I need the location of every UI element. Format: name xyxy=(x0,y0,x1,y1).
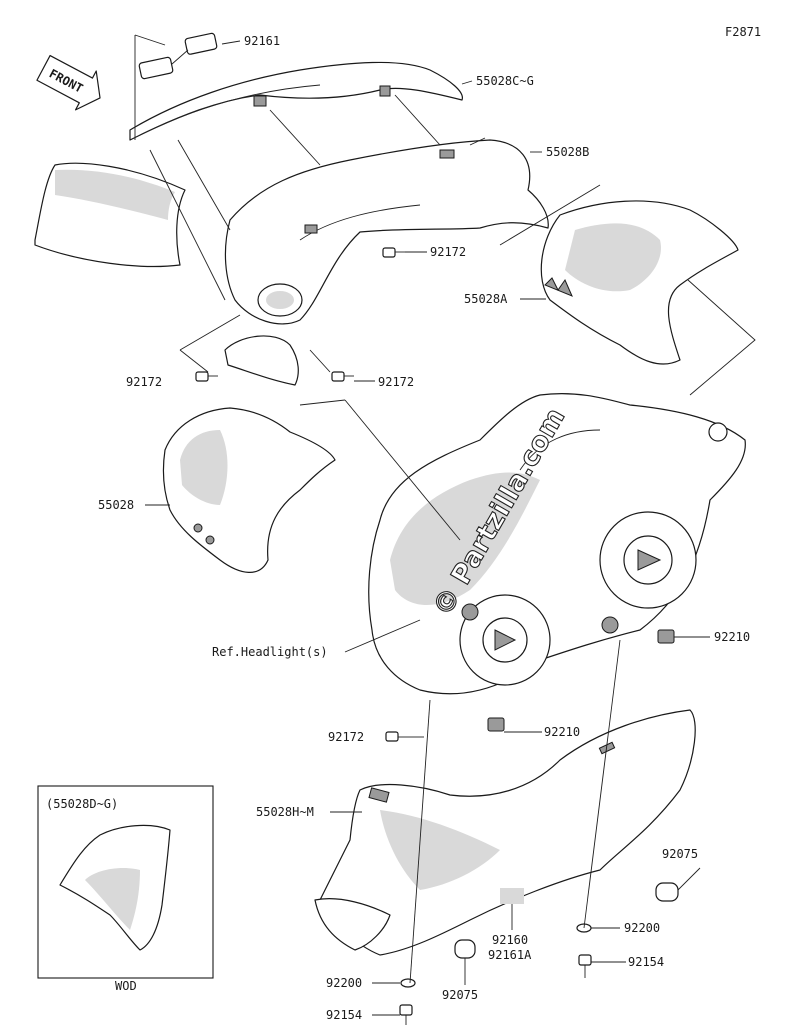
lower-duct[interactable] xyxy=(224,335,299,386)
windshield-55028C-G[interactable] xyxy=(129,61,463,141)
grommet-92075-b[interactable] xyxy=(454,939,476,959)
callout-55028B: 55028B xyxy=(546,145,589,159)
callout-92075-b: 92075 xyxy=(442,988,478,1002)
callout-55028A: 55028A xyxy=(464,292,508,306)
inset-title: (55028D~G) xyxy=(46,797,118,811)
upper-cowl-55028B[interactable] xyxy=(224,139,549,325)
side-panel-55028A[interactable] xyxy=(540,200,739,365)
callout-92160: 92160 xyxy=(492,933,528,947)
inset-caption: WOD xyxy=(115,979,137,993)
callout-92172-c: 92172 xyxy=(378,375,414,389)
callout-92200-b: 92200 xyxy=(326,976,362,990)
callout-92154-a: 92154 xyxy=(628,955,664,969)
side-cover-55028[interactable] xyxy=(162,407,336,573)
connector-92161[interactable] xyxy=(138,32,218,80)
bolt-92172-d[interactable] xyxy=(385,731,408,742)
callout-92210-a: 92210 xyxy=(714,630,750,644)
callout-92172-d: 92172 xyxy=(328,730,364,744)
screw-92154-a[interactable] xyxy=(578,954,592,978)
callout-55028C-G: 55028C~G xyxy=(476,74,534,88)
leader-lines xyxy=(134,34,756,1016)
callout-92154-b: 92154 xyxy=(326,1008,362,1022)
figure-id: F2871 xyxy=(725,25,761,39)
callout-92161: 92161 xyxy=(244,34,280,48)
callout-55028: 55028 xyxy=(98,498,134,512)
callout-92161A: 92161A xyxy=(488,948,532,962)
bolt-92172-b[interactable] xyxy=(195,371,218,382)
clip-92210-b[interactable] xyxy=(487,717,505,732)
washer-92200-b[interactable] xyxy=(400,978,416,988)
inset-panel: (55028D~G) WOD xyxy=(37,785,214,993)
callout-92172-b: 92172 xyxy=(126,375,162,389)
bolt-92172-c[interactable] xyxy=(331,371,354,382)
front-arrow-icon: FRONT xyxy=(36,54,101,111)
callout-55028H-M: 55028H~M xyxy=(256,805,314,819)
callout-92075-a: 92075 xyxy=(662,847,698,861)
callout-92172-a: 92172 xyxy=(430,245,466,259)
lower-fairing-55028H-M[interactable] xyxy=(314,709,696,956)
pad-92160[interactable] xyxy=(500,888,524,904)
side-panel-upper[interactable] xyxy=(34,162,186,268)
callout-92200-a: 92200 xyxy=(624,921,660,935)
callout-ref-headlight: Ref.Headlight(s) xyxy=(212,645,328,659)
headlight-assembly[interactable] xyxy=(368,393,746,695)
grommet-92075-a[interactable] xyxy=(655,882,679,902)
bolt-92172-a[interactable] xyxy=(382,247,405,258)
screw-92154-b[interactable] xyxy=(399,1004,413,1025)
clip-92210-a[interactable] xyxy=(657,629,675,644)
callout-92210-b: 92210 xyxy=(544,725,580,739)
